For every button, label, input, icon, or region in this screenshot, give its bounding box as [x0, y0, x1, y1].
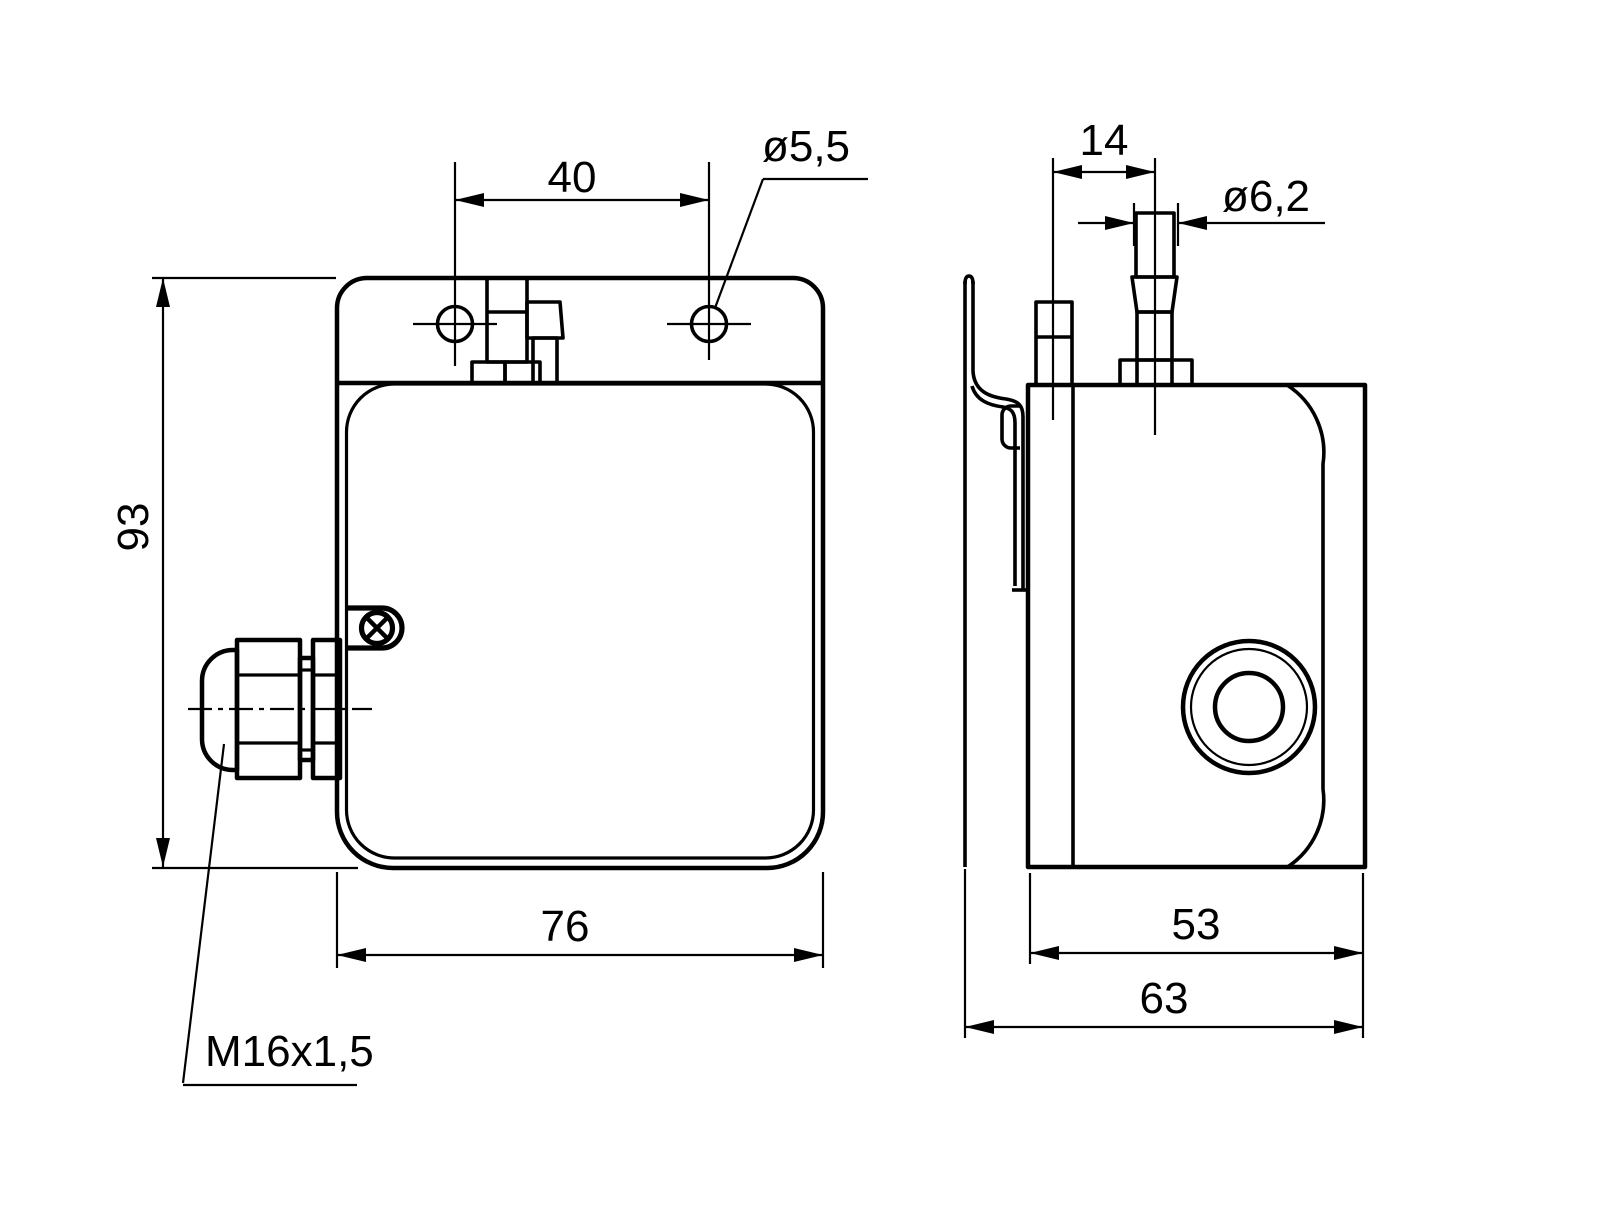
sealing-screw [348, 605, 405, 651]
front-view: 40 ø5,5 93 76 [109, 122, 868, 1087]
dim-port-spacing-label: 14 [1080, 116, 1129, 165]
dim-height-label: 93 [109, 503, 158, 552]
dim-overall-depth: 63 [963, 869, 1363, 1038]
dim-port-diameter: ø6,2 [1078, 172, 1325, 246]
side-view: 14 ø6,2 53 63 [963, 116, 1368, 1038]
side-cover-edge [1286, 383, 1326, 869]
dim-height: 93 [109, 276, 358, 870]
dim-overall-depth-label: 63 [1140, 974, 1189, 1023]
side-gland-port [1180, 638, 1318, 776]
mounting-bracket [963, 274, 1028, 867]
dim-gland-thread-label: M16x1,5 [205, 1027, 374, 1076]
front-nipples [470, 276, 565, 385]
dim-hole-spacing-label: 40 [548, 153, 597, 202]
dim-hole-diameter-label: ø5,5 [762, 122, 850, 171]
dim-width: 76 [335, 872, 825, 968]
side-body-outline [1025, 382, 1368, 870]
front-cover-inner-line [344, 382, 816, 860]
dim-port-diameter-label: ø6,2 [1222, 172, 1310, 221]
bracket-clip-lug [1000, 404, 1020, 450]
dim-hole-spacing: 40 [455, 153, 709, 207]
front-body-outline [334, 275, 826, 871]
dim-width-label: 76 [541, 902, 590, 951]
dim-body-depth: 53 [1028, 873, 1365, 1038]
dim-body-depth-label: 53 [1172, 900, 1221, 949]
cable-gland [188, 637, 372, 781]
dim-gland-thread: M16x1,5 [181, 743, 374, 1087]
gland-dome-cap [199, 647, 240, 773]
hole-crosshairs [413, 162, 751, 366]
dim-hole-diameter: ø5,5 [713, 122, 868, 309]
dim-port-spacing: 14 [1051, 116, 1157, 435]
